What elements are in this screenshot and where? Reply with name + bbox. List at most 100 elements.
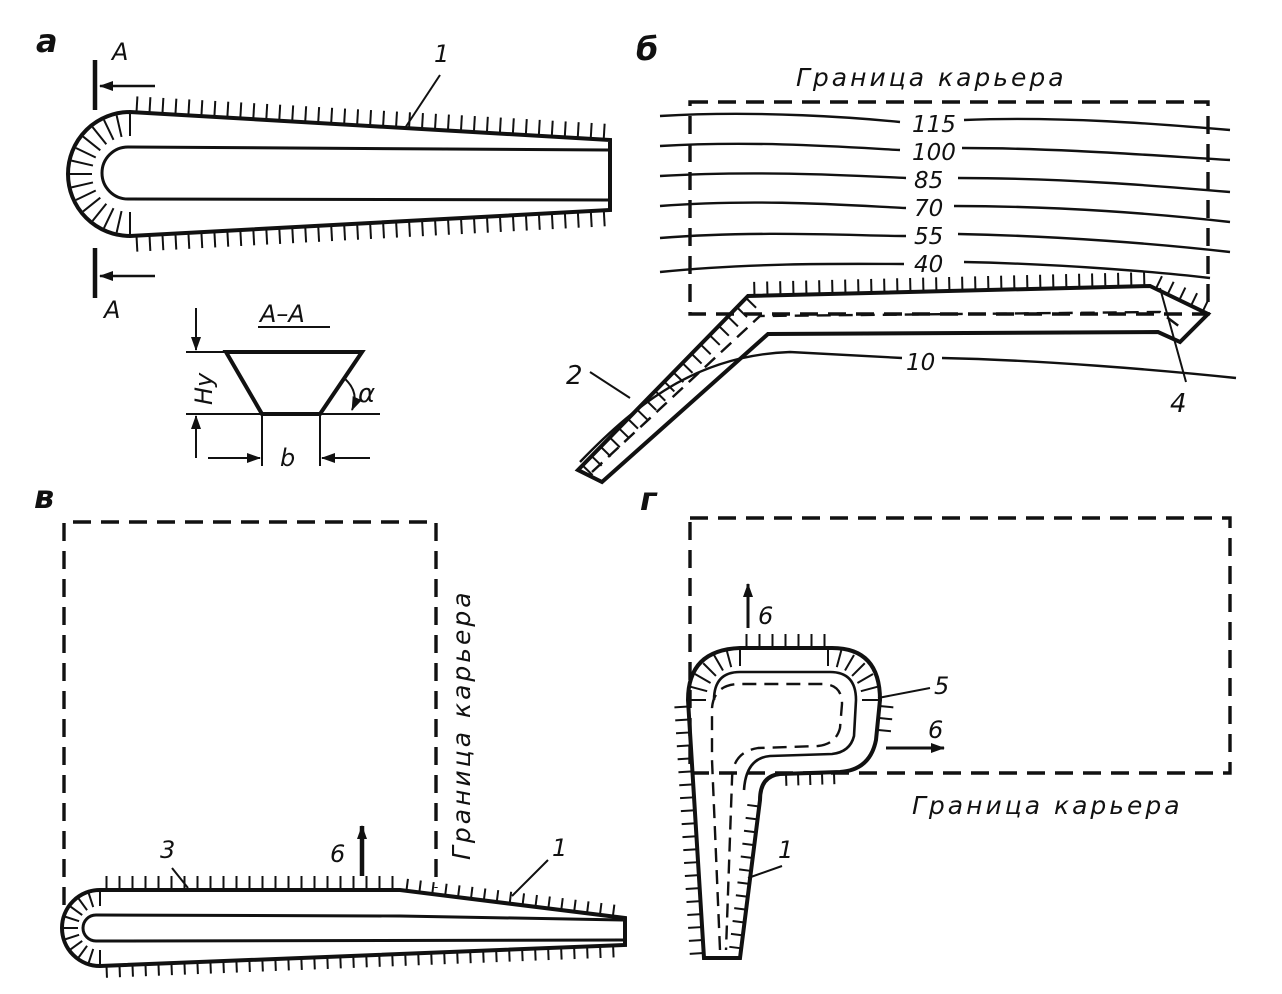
hachure-tick — [265, 228, 269, 245]
hachure-tick — [1190, 292, 1198, 307]
hachure-tick — [472, 217, 476, 234]
hachure-tick — [718, 325, 730, 337]
hachure-tick — [187, 232, 191, 249]
hachure-tick — [200, 100, 204, 117]
hachure-tick — [304, 226, 308, 243]
hachure-tick — [115, 210, 123, 233]
hachure-tick — [524, 119, 528, 136]
hachure-tick — [732, 920, 745, 924]
angle-label: α — [358, 379, 375, 409]
hachure-tick — [563, 121, 567, 138]
hachure-tick — [560, 898, 564, 911]
hachure-tick — [91, 203, 108, 222]
hachure-tick — [498, 117, 502, 134]
hachure-tick — [618, 427, 630, 439]
slope-hachures-g — [674, 634, 894, 955]
hachure-tick — [844, 654, 855, 672]
hachure-tick — [563, 212, 567, 229]
hachure-tick — [63, 933, 80, 941]
pit-boundary-v — [62, 520, 438, 905]
trench-outline-a — [66, 109, 612, 239]
hachure-tick — [291, 227, 295, 244]
hachure-tick — [747, 803, 760, 808]
hachure-tick — [343, 108, 347, 125]
slope-hachures-v — [62, 876, 616, 978]
hachure-tick — [82, 135, 101, 152]
hachure-tick — [91, 126, 108, 145]
hachure-tick — [405, 878, 409, 891]
hachure-tick — [663, 380, 676, 393]
hachure-tick — [265, 103, 269, 121]
hachure-tick — [226, 101, 230, 118]
hachure-tick — [482, 888, 487, 901]
hachure-tick — [745, 297, 757, 309]
hachure-tick — [135, 96, 139, 113]
hachure-tick — [1154, 275, 1163, 290]
hachure-tick — [213, 231, 217, 248]
hachure-tick — [524, 214, 528, 231]
hachure-tick — [878, 716, 893, 721]
panel-v: в Граница карьера 6 3 1 — [34, 478, 627, 978]
hachure-tick — [161, 97, 165, 114]
hachure-tick — [550, 213, 554, 230]
hachure-tick — [343, 224, 347, 241]
hachure-tick — [82, 196, 101, 213]
hachure-tick — [736, 306, 748, 318]
cross-section-a-a: A–A Hy α b — [186, 300, 380, 472]
hachure-tick — [835, 649, 843, 668]
hachure-tick — [460, 218, 463, 235]
hachure-tick — [688, 926, 703, 929]
hachure-tick — [876, 728, 892, 733]
hachure-tick — [75, 189, 97, 201]
hachure-tick — [103, 119, 115, 141]
hachure-tick — [68, 904, 83, 916]
trench-outline-g — [685, 646, 883, 960]
hachure-tick — [395, 111, 398, 128]
contour-lines — [579, 112, 1237, 463]
contour-label-40: 40 — [914, 252, 943, 278]
hachure-tick — [304, 106, 308, 123]
hachure-tick — [609, 436, 621, 448]
hachure-tick — [740, 855, 753, 860]
slope-hachures-a — [70, 96, 606, 252]
hachure-tick — [148, 234, 152, 251]
hachure-tick — [589, 122, 593, 139]
hachure-tick — [252, 103, 256, 120]
trench-outline-b — [574, 283, 1212, 485]
hachure-tick — [576, 211, 580, 228]
panel-g-letter: г — [640, 480, 658, 518]
callout-4-b: 4 — [1170, 389, 1187, 419]
hachure-tick — [586, 901, 590, 914]
hachure-tick — [681, 822, 696, 826]
hachure-tick — [687, 913, 702, 916]
contour-label-100: 100 — [912, 140, 956, 166]
hachure-tick — [239, 229, 243, 247]
boundary-label-g: Граница карьера — [912, 791, 1183, 820]
hachure-tick — [534, 894, 538, 907]
hachure-tick — [252, 229, 256, 246]
hachure-tick — [679, 783, 694, 787]
hachure-tick — [431, 881, 435, 895]
hachure-tick — [1166, 281, 1175, 295]
hachure-tick — [71, 181, 94, 189]
hachure-tick — [433, 113, 437, 130]
callout-1-a: 1 — [434, 40, 449, 68]
hachure-tick — [699, 343, 712, 355]
hachure-tick — [356, 223, 360, 240]
hachure-tick — [729, 945, 742, 950]
hachure-tick — [737, 881, 750, 885]
hachure-tick — [103, 207, 115, 229]
hachure-tick — [174, 98, 178, 115]
hachure-tick — [382, 222, 385, 239]
hachure-tick — [685, 887, 700, 891]
hachure-tick — [589, 210, 593, 228]
hachure-tick — [75, 147, 97, 159]
hachure-tick — [278, 104, 282, 121]
arrow-label-v: 6 — [330, 840, 345, 868]
panel-v-letter: в — [34, 478, 54, 516]
section-marker-top: A — [92, 38, 155, 110]
arrow-label-right-g: 6 — [928, 716, 943, 744]
hachure-tick — [684, 861, 699, 865]
hachure-tick — [636, 408, 648, 421]
hachure-tick — [856, 673, 874, 684]
